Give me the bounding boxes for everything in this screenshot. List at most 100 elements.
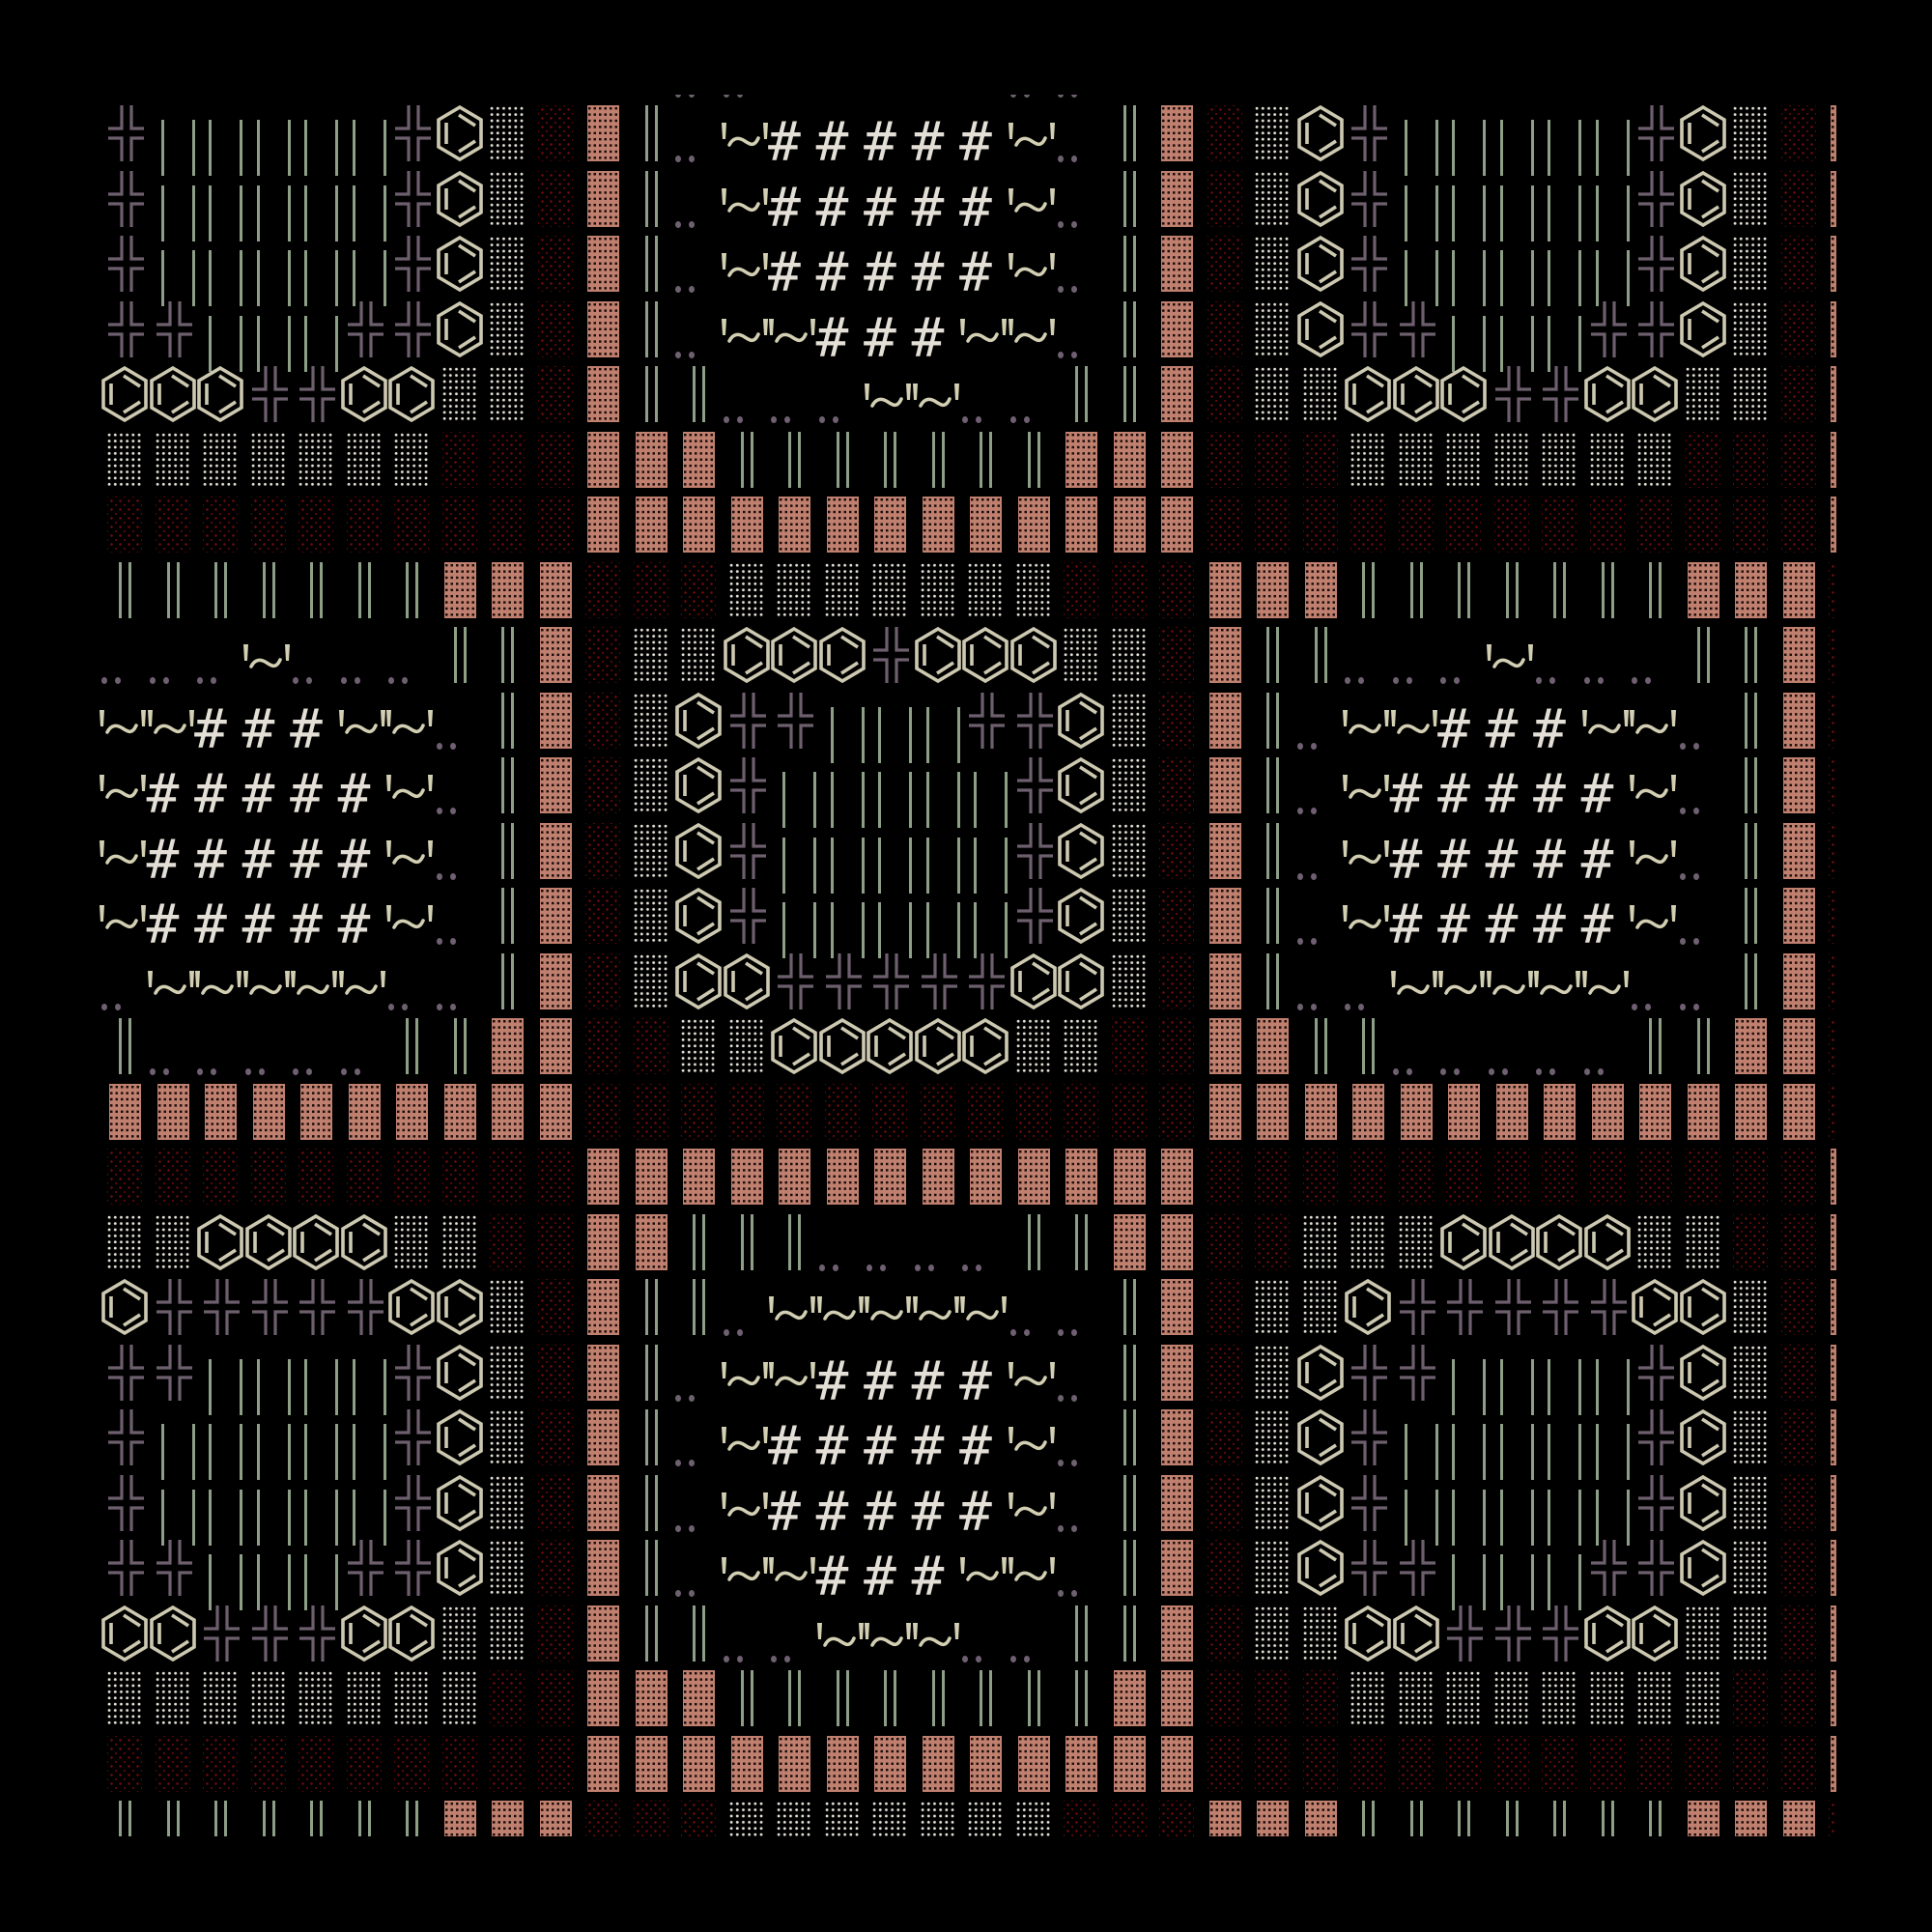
- bar-line: [191, 1424, 195, 1480]
- wide-double-bar-glyph: [1541, 235, 1589, 306]
- bar-line: [750, 1213, 753, 1270]
- dark-red-shade-glyph: [489, 1735, 537, 1801]
- cross-icon: [395, 236, 431, 292]
- bar-line: [1548, 315, 1550, 372]
- light-dot-shade-glyph: [1732, 300, 1780, 366]
- dense-block-fill: [1065, 431, 1097, 488]
- bar-line: [1419, 561, 1423, 618]
- dense-block-fill: [1161, 236, 1193, 292]
- dark-dots-fill: [537, 1540, 573, 1596]
- benzene-hexagon-glyph: [1296, 235, 1350, 300]
- dense-block-fill: [1257, 1083, 1289, 1140]
- dark-dots-fill: [107, 1735, 142, 1792]
- double-dot-glyph: [1009, 95, 1064, 104]
- bar-line: [304, 1358, 307, 1415]
- wide-double-bar-glyph: [298, 1474, 346, 1546]
- hash-text: #: [1485, 697, 1519, 761]
- light-dot-shade-glyph: [1684, 1605, 1733, 1670]
- cross-icon: [299, 1605, 335, 1662]
- narrow-double-bar-glyph: [824, 431, 872, 497]
- hash-glyph: #: [1390, 756, 1446, 822]
- benzene-hexagon-glyph: [101, 1278, 155, 1344]
- double-dot-glyph: [1058, 104, 1111, 170]
- dark-red-shade-glyph: [1541, 1148, 1589, 1213]
- bar-line: [240, 1358, 242, 1415]
- narrow-double-bar-glyph: [1732, 756, 1780, 822]
- dot-mark: [258, 1068, 265, 1075]
- double-cross-glyph: [1398, 1539, 1446, 1605]
- benzene-hexagon-glyph: [1058, 692, 1111, 757]
- tick-tilde-glyph: [147, 952, 203, 1018]
- bar-line: [1483, 185, 1486, 242]
- dense-pink-block-glyph: [584, 170, 633, 236]
- benzene-hexagon-glyph: [1583, 365, 1637, 431]
- narrow-double-bar-glyph: [633, 170, 681, 236]
- hexagon-icon: [1488, 1213, 1535, 1270]
- light-dots-fill: [1397, 1670, 1434, 1726]
- bar-line: [1483, 1489, 1486, 1546]
- dense-pink-block-glyph: [728, 1735, 777, 1801]
- double-cross-glyph: [1398, 1278, 1446, 1344]
- bar-line: [1530, 250, 1534, 306]
- dot-mark: [436, 872, 442, 880]
- light-dots-fill: [776, 1801, 811, 1836]
- bar-line: [383, 1489, 386, 1546]
- tick-tilde-glyph: [99, 887, 155, 952]
- bar-line: [644, 1605, 648, 1662]
- tick-tilde-glyph: [1390, 692, 1446, 757]
- bar-line: [644, 1279, 648, 1335]
- bar-line: [1483, 1358, 1486, 1415]
- tick-tilde-mark: [721, 318, 768, 343]
- dark-red-shade-glyph: [250, 1148, 298, 1213]
- bar-line: [956, 706, 960, 763]
- hash-glyph: #: [864, 1408, 920, 1474]
- hash-glyph: #: [147, 887, 203, 952]
- dark-dots-fill: [107, 497, 142, 553]
- double-cross-glyph: [346, 1539, 394, 1605]
- narrow-double-bar-glyph: [202, 1800, 250, 1836]
- wide-double-bar-glyph: [155, 104, 203, 176]
- tick-tilde-mark: [386, 905, 433, 929]
- hexagon-icon: [101, 1605, 148, 1662]
- bar-line: [1706, 627, 1710, 683]
- hash-glyph: #: [1486, 756, 1542, 822]
- double-dot-glyph: [1632, 952, 1685, 1018]
- dot-mark: [1406, 677, 1412, 684]
- hexagon-icon: [388, 1605, 435, 1662]
- dark-red-shade-glyph: [1445, 1735, 1493, 1801]
- dark-red-shade-glyph: [441, 1735, 490, 1801]
- wide-double-bar-glyph: [1493, 104, 1542, 176]
- hash-text: #: [194, 697, 227, 761]
- cross-icon: [347, 1540, 384, 1596]
- bar-line: [191, 1489, 195, 1546]
- light-dot-shade-glyph: [1636, 1213, 1685, 1279]
- wide-double-bar-glyph: [1541, 1539, 1589, 1610]
- dot-mark: [1440, 1068, 1446, 1075]
- cross-icon: [1447, 1279, 1483, 1335]
- light-dots-fill: [489, 1474, 525, 1531]
- dense-pink-block-glyph: [967, 1148, 1015, 1213]
- dense-pink-block-glyph: [1254, 1800, 1302, 1836]
- benzene-hexagon-glyph: [675, 756, 728, 822]
- dense-pink-block-glyph: [1302, 1800, 1350, 1836]
- narrow-double-bar-glyph: [1732, 887, 1780, 952]
- dense-block-fill: [587, 1409, 619, 1465]
- light-dots-fill: [1492, 431, 1529, 488]
- dense-block-fill: [1208, 627, 1241, 683]
- dark-dots-fill: [1829, 1083, 1836, 1140]
- dot-mark: [675, 1460, 681, 1466]
- bar-line: [1659, 1018, 1662, 1074]
- dense-block-fill: [443, 1083, 476, 1140]
- double-cross-glyph: [1636, 1408, 1685, 1474]
- light-dot-shade-glyph: [1732, 104, 1780, 170]
- light-dots-fill: [727, 1801, 764, 1836]
- double-dot-glyph: [149, 1017, 203, 1083]
- hexagon-icon: [1632, 365, 1678, 423]
- double-dot-glyph: [675, 300, 728, 366]
- dense-pink-block-glyph: [1398, 1083, 1446, 1149]
- bar-line: [1132, 1605, 1136, 1662]
- dark-dots-fill: [681, 1801, 716, 1836]
- dense-block-fill: [1782, 627, 1815, 683]
- tick-tilde-mark: [1534, 970, 1580, 995]
- narrow-double-bar-glyph: [1111, 1344, 1159, 1409]
